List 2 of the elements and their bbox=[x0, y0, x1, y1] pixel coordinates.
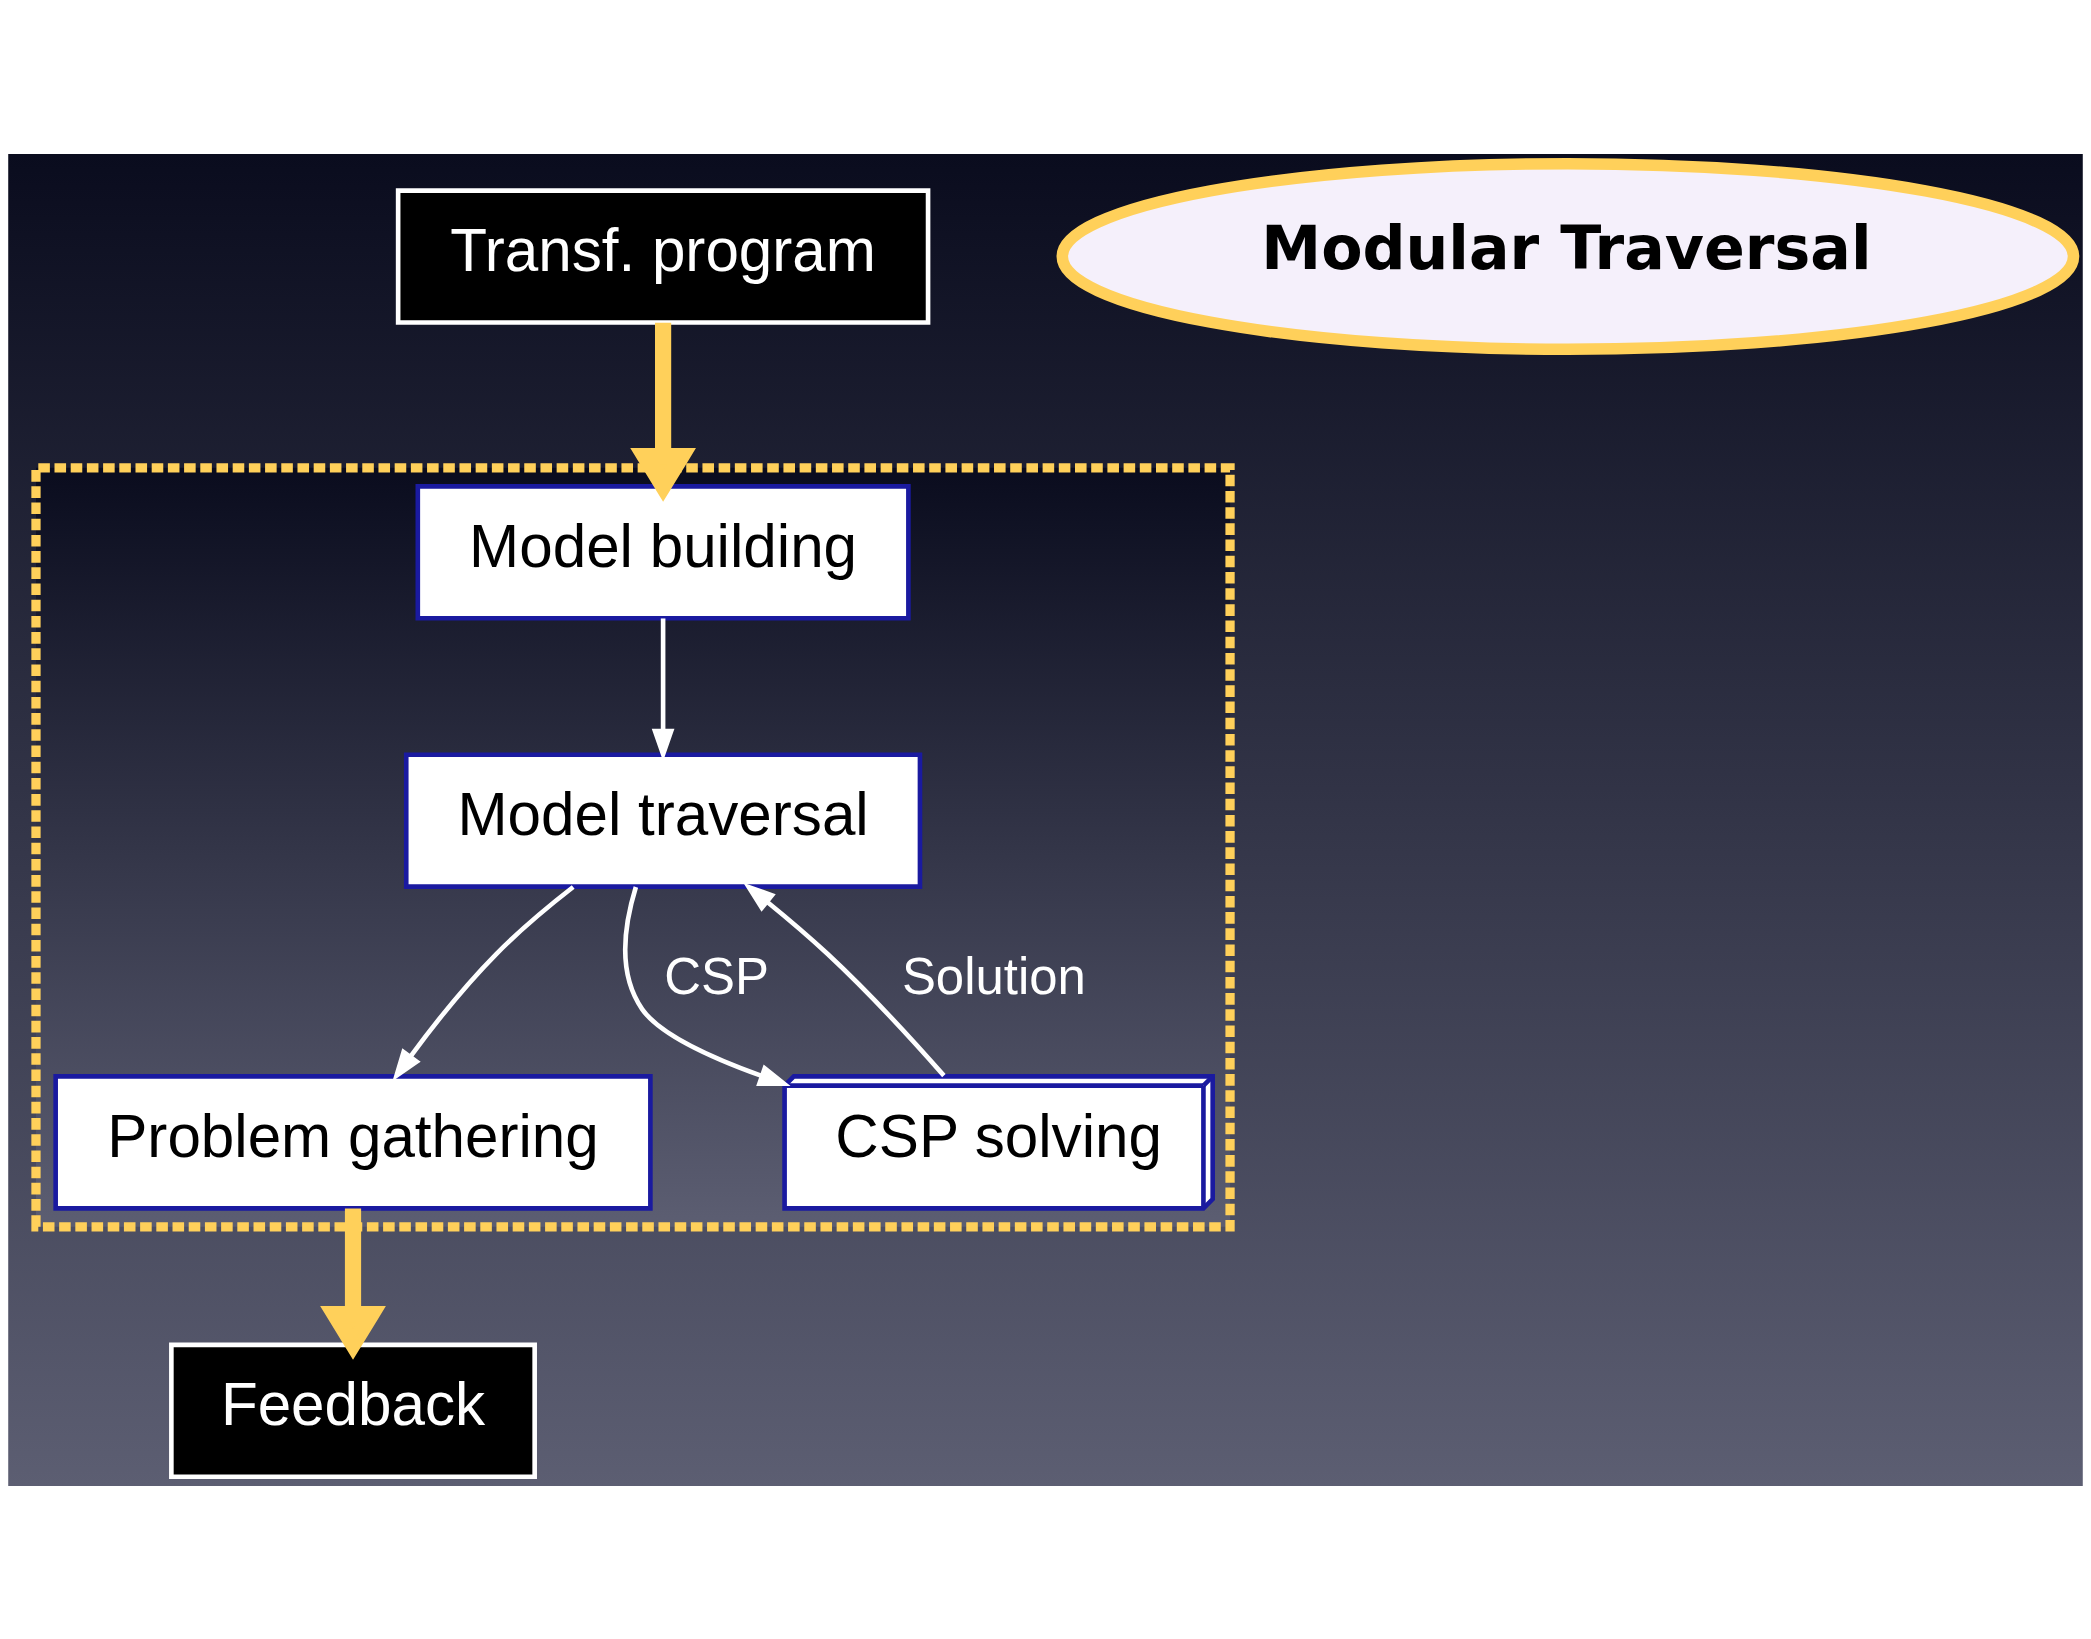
edge-label: CSP bbox=[664, 947, 769, 1005]
edge-label: Solution bbox=[901, 947, 1086, 1005]
